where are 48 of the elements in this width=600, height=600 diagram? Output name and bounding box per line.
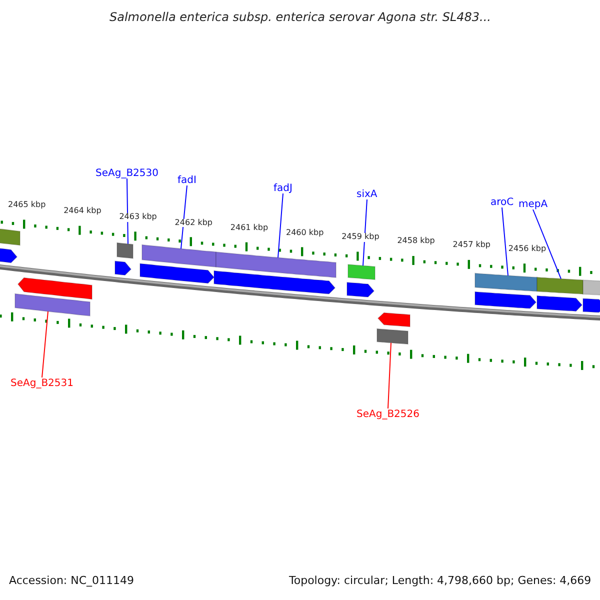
gene-feature-bar bbox=[474, 291, 537, 309]
gene-feature-bar bbox=[216, 251, 336, 278]
scale-label: 2465 kbp bbox=[8, 201, 46, 210]
gene-feature-bar bbox=[116, 242, 134, 259]
leader-line bbox=[532, 209, 562, 280]
gene-feature-bar bbox=[582, 280, 600, 296]
gene-feature-bar bbox=[0, 247, 18, 264]
gene-feature-bar bbox=[536, 276, 584, 295]
footer-text: Topology: circular; Length: 4,798,660 bp; Genes: 4,669 bbox=[289, 575, 592, 588]
gene-feature-bar bbox=[140, 263, 215, 284]
gene-feature-bar bbox=[377, 312, 410, 328]
gene-label: SeAg_B2526 bbox=[356, 408, 420, 420]
gene-feature-bar bbox=[0, 228, 20, 246]
gene-label: SeAg_B2530 bbox=[96, 168, 158, 178]
scale-label: 2461 kbp bbox=[230, 224, 268, 233]
gene-feature-bar bbox=[17, 277, 92, 300]
gene-feature-bar bbox=[14, 293, 90, 316]
gene-label: aroC bbox=[490, 196, 514, 208]
leader-line bbox=[502, 207, 508, 276]
leader-line bbox=[362, 199, 368, 266]
leader-line bbox=[278, 193, 284, 258]
gene-label: sixA bbox=[356, 188, 378, 200]
gene-feature-bar bbox=[346, 282, 375, 298]
scale-label: 2464 kbp bbox=[64, 207, 102, 216]
gene-feature-bar bbox=[376, 328, 408, 345]
footer-text: Accession: NC_011149 bbox=[9, 575, 134, 588]
gene-feature-bar bbox=[114, 260, 132, 276]
gene-feature-bar bbox=[474, 272, 538, 292]
gene-feature-bar bbox=[536, 295, 583, 312]
gene-feature-bar bbox=[142, 244, 216, 268]
gene-label: mepA bbox=[518, 198, 548, 210]
scale-label: 2459 kbp bbox=[342, 233, 380, 242]
gene-feature-bar bbox=[348, 264, 376, 280]
gene-label: fadJ bbox=[274, 182, 292, 194]
scale-label: 2458 kbp bbox=[397, 237, 435, 246]
scale-label: 2457 kbp bbox=[452, 241, 490, 250]
gene-label: fadI bbox=[178, 174, 196, 186]
scale-label: 2462 kbp bbox=[174, 218, 212, 228]
gene-feature-bar bbox=[582, 298, 600, 313]
leader-line bbox=[388, 342, 392, 409]
gene-label: SeAg_B2531 bbox=[10, 378, 74, 388]
scale-label: 2460 kbp bbox=[286, 228, 324, 238]
leader-line bbox=[126, 178, 128, 244]
map-title: Salmonella enterica subsp. enterica serovar Agona str. SL483... bbox=[110, 10, 491, 24]
scale-label: 2456 kbp bbox=[508, 245, 546, 254]
leader-line bbox=[180, 185, 188, 250]
scale-label: 2463 kbp bbox=[119, 213, 157, 222]
gene-feature-bar bbox=[214, 270, 336, 294]
